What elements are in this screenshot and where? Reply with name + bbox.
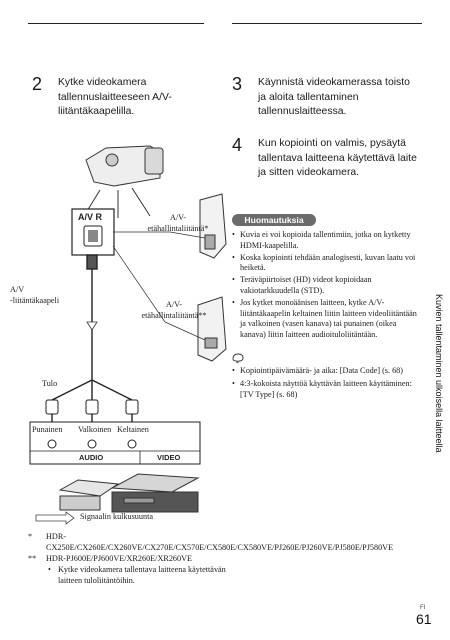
notes-heading: Huomautuksia xyxy=(232,214,316,226)
input-label: Tulo xyxy=(42,379,58,388)
audio-label: AUDIO xyxy=(79,453,104,462)
footnote-text: HDR-PJ600E/PJ600VE/XR260E/XR260VE xyxy=(46,554,193,563)
note-item: Koska kopiointi tehdään analogisesti, ku… xyxy=(232,253,422,275)
av-terminal-label-2: A/V-etähallintaliitäntä** xyxy=(141,300,207,320)
camcorder-illustration xyxy=(83,145,164,218)
white-plug-label: Valkoinen xyxy=(78,425,112,434)
side-tab-text: Kuvien tallentaminen ulkoisella laitteel… xyxy=(434,294,444,453)
footnote-mark: * xyxy=(28,532,33,541)
step-4: 4 Kun kopiointi on valmis, pysäytä talle… xyxy=(232,135,422,187)
red-plug-label: Punainen xyxy=(32,425,63,434)
footnote-1: * HDR-CX250E/CX260E/CX260VE/CX270E/CX570… xyxy=(28,531,393,553)
av-cable-label: A/V -liitäntäkaapeli xyxy=(10,285,60,305)
signal-arrow xyxy=(86,321,98,331)
recorder-devices xyxy=(58,473,200,513)
tips-list: Kopiointipäivämäärä- ja aika: [Data Code… xyxy=(232,366,422,402)
step-text: Käynnistä videokamerassa toisto ja aloit… xyxy=(258,77,410,118)
footnote-mark: ** xyxy=(28,554,37,563)
note-item: Teräväpiirtoiset (HD) videot kopioidaan … xyxy=(232,275,422,297)
page-language: FI xyxy=(420,605,426,611)
top-rule-right xyxy=(232,23,422,24)
input-panel xyxy=(29,421,201,465)
yellow-plug-label: Keltainen xyxy=(117,425,149,434)
note-item: Jos kytket monoäänisen laitteen, kytke A… xyxy=(232,298,422,341)
av-r-label: A/V R xyxy=(78,212,103,222)
signal-flow-label: Signaalin kulkusuunta xyxy=(80,512,153,521)
step-number: 3 xyxy=(232,74,243,94)
signal-flow-arrow xyxy=(35,511,75,525)
note-item: Kuvia ei voi kopioida tallentimiin, jotk… xyxy=(232,230,422,252)
tip-item: Kopiointipäivämäärä- ja aika: [Data Code… xyxy=(232,366,422,377)
step-text: Kun kopiointi on valmis, pysäytä tallent… xyxy=(258,138,417,179)
step-3: 3 Käynnistä videokamerassa toisto ja alo… xyxy=(232,74,422,126)
av-terminal-label-1: A/V-etähallintaliitäntä* xyxy=(147,213,209,233)
terminal-closeup-1 xyxy=(199,193,227,259)
step-2: 2 Kytke videokamera tallennuslaitteeseen… xyxy=(32,74,207,126)
step-number: 4 xyxy=(232,135,243,155)
top-rule-left xyxy=(28,23,204,24)
rca-plugs xyxy=(45,399,139,415)
footnotes: * HDR-CX250E/CX260E/CX260VE/CX270E/CX570… xyxy=(28,531,393,586)
tip-icon xyxy=(232,353,244,363)
av-r-connector xyxy=(71,208,115,256)
footnote-2: ** HDR-PJ600E/PJ600VE/XR260E/XR260VE xyxy=(28,553,228,564)
av-cable xyxy=(51,254,133,432)
step-number: 2 xyxy=(32,74,43,94)
step-text: Kytke videokamera tallennuslaitteeseen A… xyxy=(58,77,172,118)
tip-item: 4:3-kokoista näyttöä käyttävän laitteen … xyxy=(232,379,422,401)
notes-list: Kuvia ei voi kopioida tallentimiin, jotk… xyxy=(232,230,422,342)
terminal-closeup-2 xyxy=(197,296,227,362)
footnote-bullet: Kytke videokamera tallentava laitteena k… xyxy=(28,564,228,586)
footnote-text: HDR-CX250E/CX260E/CX260VE/CX270E/CX570E/… xyxy=(46,532,394,552)
video-label: VIDEO xyxy=(157,453,181,462)
page-number: 61 xyxy=(416,611,432,627)
